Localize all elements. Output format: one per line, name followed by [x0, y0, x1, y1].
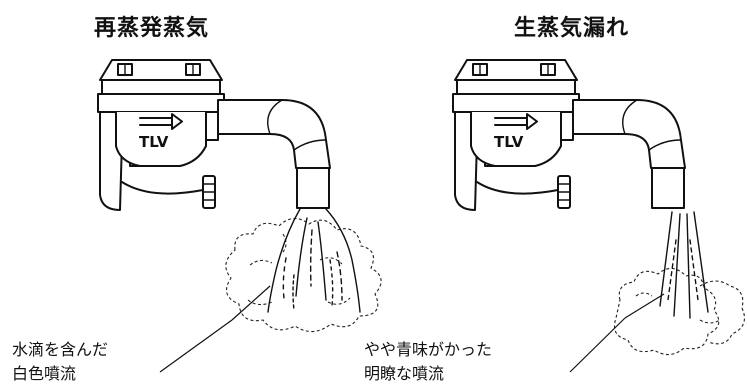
steam-trap-right — [452, 59, 686, 211]
caption-left-line-1: 水滴を含んだ — [12, 340, 109, 359]
caption-right-line-1: やや青味がかった — [364, 340, 493, 359]
caption-live-steam: やや青味がかった 明瞭な噴流 — [364, 338, 492, 386]
title-live-steam-leak: 生蒸気漏れ — [514, 16, 630, 41]
flash-steam-plume — [267, 208, 361, 313]
leader-line-right — [624, 293, 665, 319]
steam-trap-left — [97, 59, 331, 211]
caption-left-line-2: 白色噴流 — [12, 364, 77, 383]
live-steam-jet — [659, 211, 709, 319]
steam-cloud-right — [613, 267, 745, 356]
leader-line-left — [231, 285, 271, 321]
caption-flash-steam: 水滴を含んだ 白色噴流 — [12, 338, 108, 386]
caption-right-line-2: 明瞭な噴流 — [364, 364, 445, 383]
title-flash-steam: 再蒸発蒸気 — [94, 16, 210, 41]
